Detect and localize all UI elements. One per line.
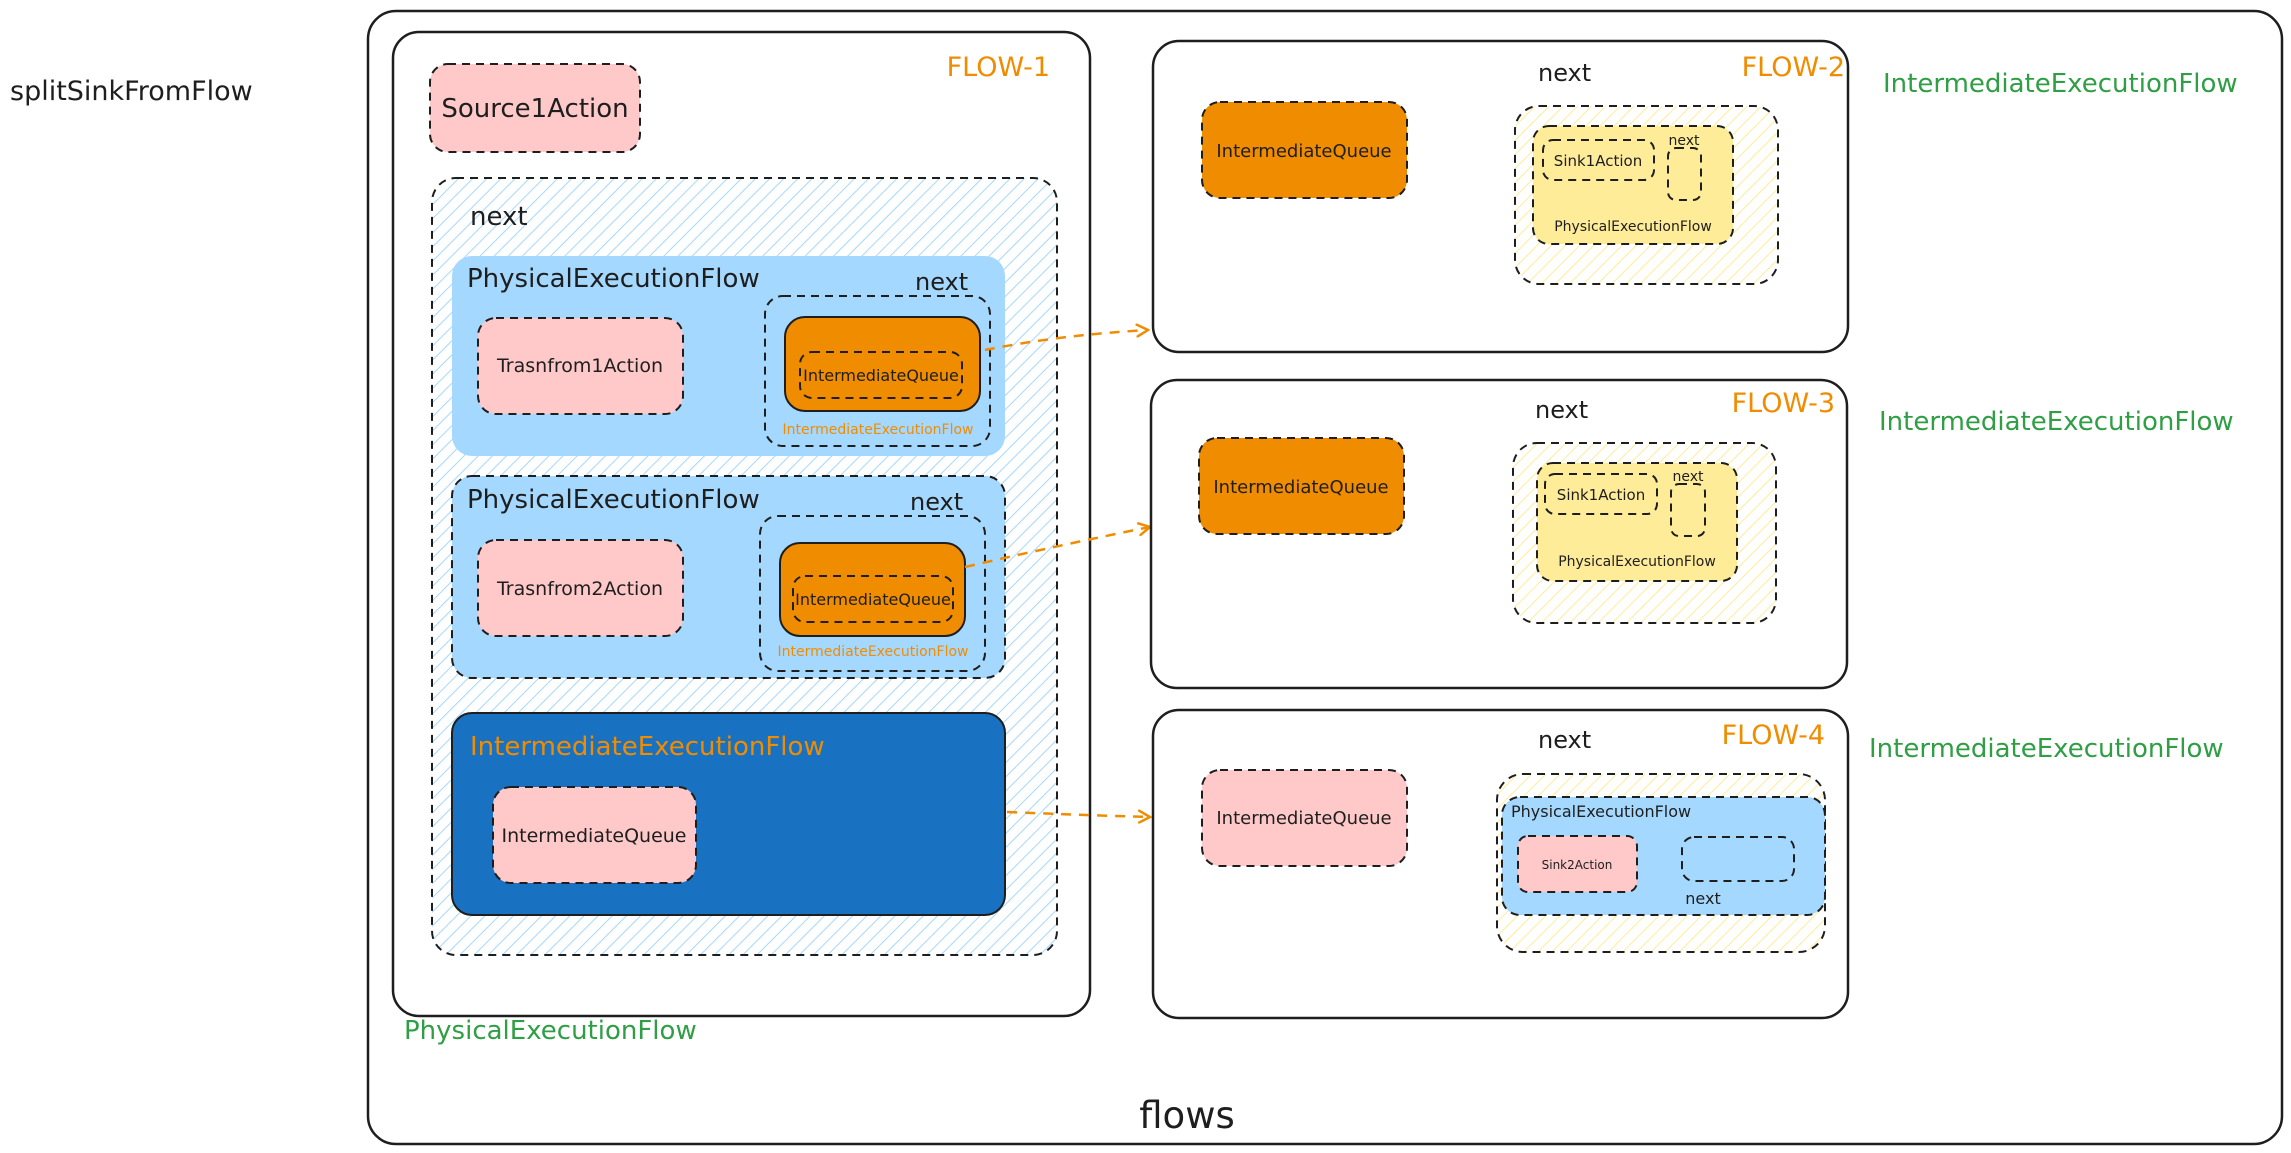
arrow-to-flow4: [1006, 812, 1150, 817]
pef2-flow-label: IntermediateExecutionFlow: [778, 644, 969, 660]
transform1-action-label: Trasnfrom1Action: [496, 355, 663, 377]
pef2-next-label: next: [910, 488, 963, 516]
flow3-side-label: IntermediateExecutionFlow: [1879, 407, 2234, 437]
flow2-inner-next-box: [1667, 147, 1702, 201]
flow2-queue-label: IntermediateQueue: [1216, 141, 1391, 162]
flow2-inner-next-label: next: [1668, 133, 1700, 149]
flow3-queue-label: IntermediateQueue: [1213, 477, 1388, 498]
outer-pef-label: PhysicalExecutionFlow: [404, 1016, 697, 1046]
flow4-container: [1151, 708, 1850, 1020]
flow3-pef-label: PhysicalExecutionFlow: [1558, 554, 1716, 570]
flow3-title: FLOW-3: [1732, 388, 1835, 419]
transform2-action-box: [477, 539, 684, 637]
source1-action-label: Source1Action: [441, 94, 628, 124]
flow4-inner-next-label: next: [1685, 889, 1720, 908]
flow3-sink-label: Sink1Action: [1557, 486, 1645, 504]
flow3-queue-box: [1198, 437, 1405, 535]
flow4-queue-box: [1201, 769, 1408, 867]
flow3-sink-box: [1544, 473, 1658, 515]
ief-queue-box: [492, 786, 697, 884]
flow4-queue-label: IntermediateQueue: [1216, 808, 1391, 829]
flow2-queue-box: [1201, 101, 1408, 199]
flow1-next-label: next: [470, 202, 528, 232]
flow2-sink-label: Sink1Action: [1554, 152, 1642, 170]
transform2-action-label: Trasnfrom2Action: [496, 578, 663, 600]
flow2-title: FLOW-2: [1742, 52, 1845, 83]
pef1-queue-inner: [799, 351, 963, 399]
transform1-action-box: [477, 317, 684, 415]
flow4-sink-box: [1517, 835, 1638, 893]
flow2-sink-box: [1542, 139, 1655, 181]
flow4-side-label: IntermediateExecutionFlow: [1869, 734, 2224, 764]
page-label: splitSinkFromFlow: [10, 76, 253, 107]
pef2-queue-box: [779, 542, 966, 637]
flow3-next-label: next: [1535, 396, 1588, 424]
flow4-pef-label: PhysicalExecutionFlow: [1511, 802, 1691, 821]
flows-container: [366, 9, 2284, 1146]
flow1-container: [391, 30, 1092, 1018]
flow4-title: FLOW-4: [1722, 720, 1825, 751]
flow2-container: [1151, 39, 1850, 354]
pef2-title: PhysicalExecutionFlow: [467, 485, 760, 515]
flow3-inner-next-box: [1670, 483, 1706, 537]
flow3-inner-next-label: next: [1672, 469, 1704, 485]
flow2-next-label: next: [1538, 59, 1591, 87]
arrow-to-flow3: [964, 527, 1150, 569]
flow3-pef-box: [1536, 462, 1738, 582]
pef1-flow-label: IntermediateExecutionFlow: [783, 422, 974, 438]
source1-action-box: [429, 63, 641, 153]
flow2-pef-label: PhysicalExecutionFlow: [1554, 219, 1712, 235]
pef1-title: PhysicalExecutionFlow: [467, 264, 760, 294]
ief-title: IntermediateExecutionFlow: [470, 732, 825, 762]
flow2-pef-box: [1532, 125, 1734, 245]
pef1-queue-box: [784, 316, 981, 412]
pef1-queue-label: IntermediateQueue: [803, 366, 959, 385]
flow2-side-label: IntermediateExecutionFlow: [1883, 69, 2238, 99]
pef1-next-label: next: [915, 268, 968, 296]
flow4-inner-next-box: [1681, 836, 1795, 882]
flow3-container: [1149, 378, 1849, 690]
flows-label: flows: [1139, 1094, 1234, 1137]
flow4-sink-label: Sink2Action: [1542, 858, 1613, 872]
arrow-to-flow2: [984, 330, 1148, 352]
pef2-queue-label: IntermediateQueue: [795, 590, 951, 609]
ief-queue-label: IntermediateQueue: [502, 825, 687, 847]
flow1-title: FLOW-1: [947, 52, 1050, 83]
flow4-next-label: next: [1538, 726, 1591, 754]
